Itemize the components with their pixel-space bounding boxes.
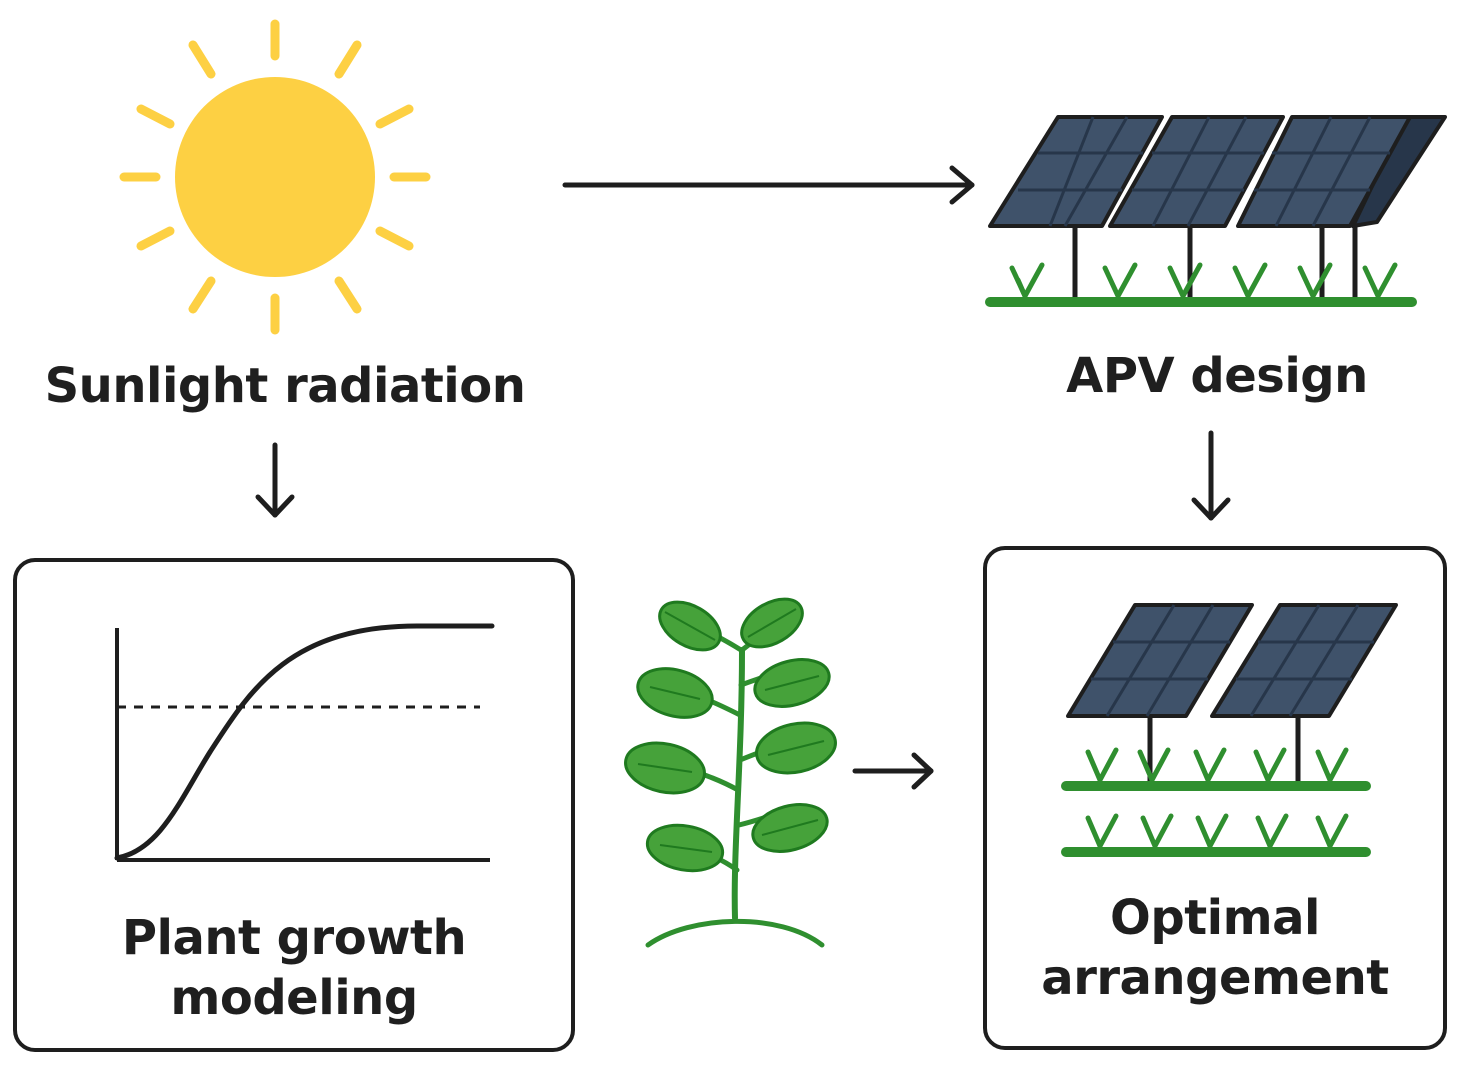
solar-array-icon <box>985 115 1447 307</box>
apv-design-label: APV design <box>1066 348 1368 404</box>
plant-icon <box>624 597 837 948</box>
growth-curve-icon <box>114 623 495 862</box>
sunlight-radiation-label: Sunlight radiation <box>44 358 526 414</box>
plant-growth-panel: Plant growth modeling <box>13 558 575 1052</box>
arrow-icon <box>255 165 1231 790</box>
solar-arrangement-icon <box>1061 603 1398 857</box>
sun-icon <box>119 19 431 335</box>
